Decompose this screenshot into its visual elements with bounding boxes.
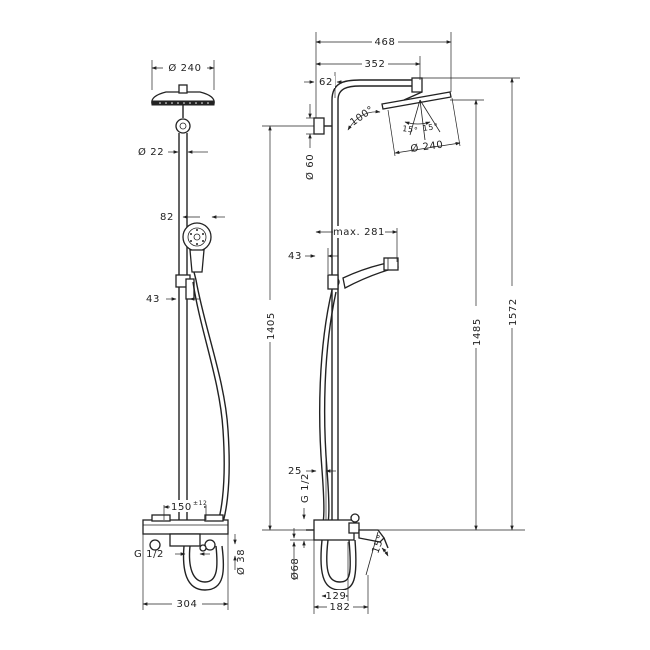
side-head-diameter-label: Ø 240	[410, 138, 444, 154]
side-arm-reach-label: 468	[375, 37, 396, 48]
side-overall-depth-label: 182	[330, 602, 351, 613]
side-holder-offset-label: 43	[288, 251, 302, 262]
front-pipe-diameter-label: Ø 22	[138, 146, 164, 158]
side-mixer-offset-label: 25	[288, 466, 302, 477]
front-head-shower-icon	[151, 84, 215, 106]
side-view: 15° 15° 100° Ø 240	[288, 32, 525, 614]
overall-height-label: 1572	[508, 298, 519, 326]
front-spout-spacing-label: 150	[171, 502, 192, 513]
head-height-label: 1485	[472, 318, 483, 346]
front-hand-shower-icon	[182, 222, 212, 281]
bracket-height-label: 1405	[266, 312, 277, 340]
side-head-shower-icon	[381, 91, 452, 110]
front-spout-tolerance-label: ±12	[193, 500, 207, 507]
side-hand-shower-icon	[342, 257, 399, 289]
side-wall-offset-label: 62	[319, 77, 333, 88]
front-holder-width-label: 43	[146, 294, 160, 305]
front-view: Ø 240 Ø 22 82 43 150 ±12 G 1/2 Ø 38	[134, 60, 247, 610]
front-head-diameter-label: Ø 240	[168, 62, 201, 74]
side-head-reach-label: 352	[365, 59, 386, 70]
front-hand-shower-width-label: 82	[160, 212, 174, 223]
height-dimensions: 1405 1485 1572	[262, 77, 520, 531]
side-spray-angle-right-label: 15°	[422, 122, 439, 133]
side-thread-label: G 1/2	[300, 473, 311, 503]
front-thread-label: G 1/2	[134, 549, 164, 560]
side-spout-reach-label: 129	[326, 591, 347, 602]
side-arm-angle-label: 100°	[348, 104, 376, 128]
front-inlet-height-label: Ø 38	[235, 549, 247, 575]
side-escutcheon-label: Ø68	[289, 558, 301, 580]
front-overall-width-label: 304	[177, 599, 198, 610]
side-spray-angle-left-label: 15°	[402, 124, 419, 135]
side-hand-shower-reach-label: max. 281	[333, 227, 385, 238]
side-wall-bracket-label: Ø 60	[304, 154, 316, 180]
